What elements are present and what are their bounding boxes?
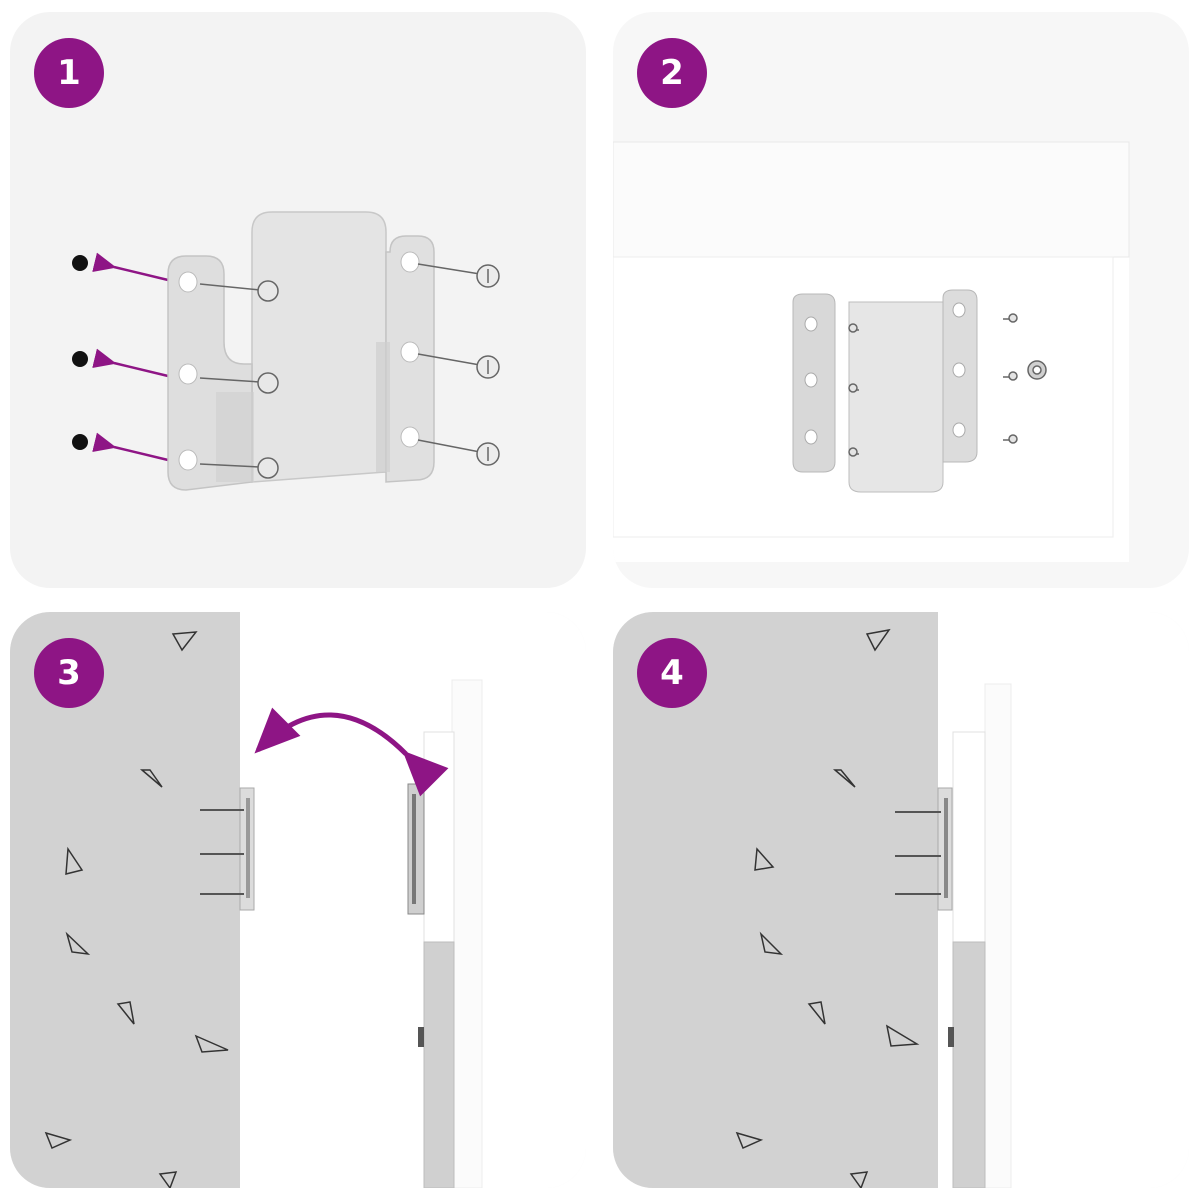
headboard-leg [952,941,986,1188]
headboard [423,731,455,943]
step-4-panel: 4 [613,612,1189,1188]
bracket-icon [937,787,953,911]
headboard [952,731,986,943]
triangle-mark-icon [44,631,229,1188]
arrow-icon [92,432,169,462]
screw-icon [848,313,1047,457]
bracket-icon [407,783,425,915]
step-2-illustration [613,141,1130,562]
step-badge: 2 [637,38,707,108]
step-3-panel: 3 [10,612,586,1188]
step-badge: 4 [637,638,707,708]
headboard-leg [423,941,455,1188]
screw-icon [199,280,279,479]
drill-mark-1 [72,255,88,271]
drill-mark-3 [72,434,88,450]
step-1-illustration [72,211,500,491]
bracket-icon [792,289,978,493]
drill-mark-2 [72,351,88,367]
screw-icon [895,811,941,895]
bracket-icon [239,787,255,911]
step-2-panel: 2 [613,12,1189,588]
screw-icon [417,263,500,466]
wall [10,612,240,1188]
arrow-icon [92,348,169,378]
step-badge: 1 [34,38,104,108]
step-4-illustration [613,612,1189,1188]
step-1-panel: 1 [10,12,586,588]
wall [613,612,938,1188]
screw-icon [200,809,244,895]
step-3-illustration [10,612,586,1188]
bracket-icon [167,211,435,491]
double-arrow-icon [254,707,449,797]
triangle-mark-icon [735,628,920,1188]
step-badge: 3 [34,638,104,708]
arrow-icon [92,252,169,282]
